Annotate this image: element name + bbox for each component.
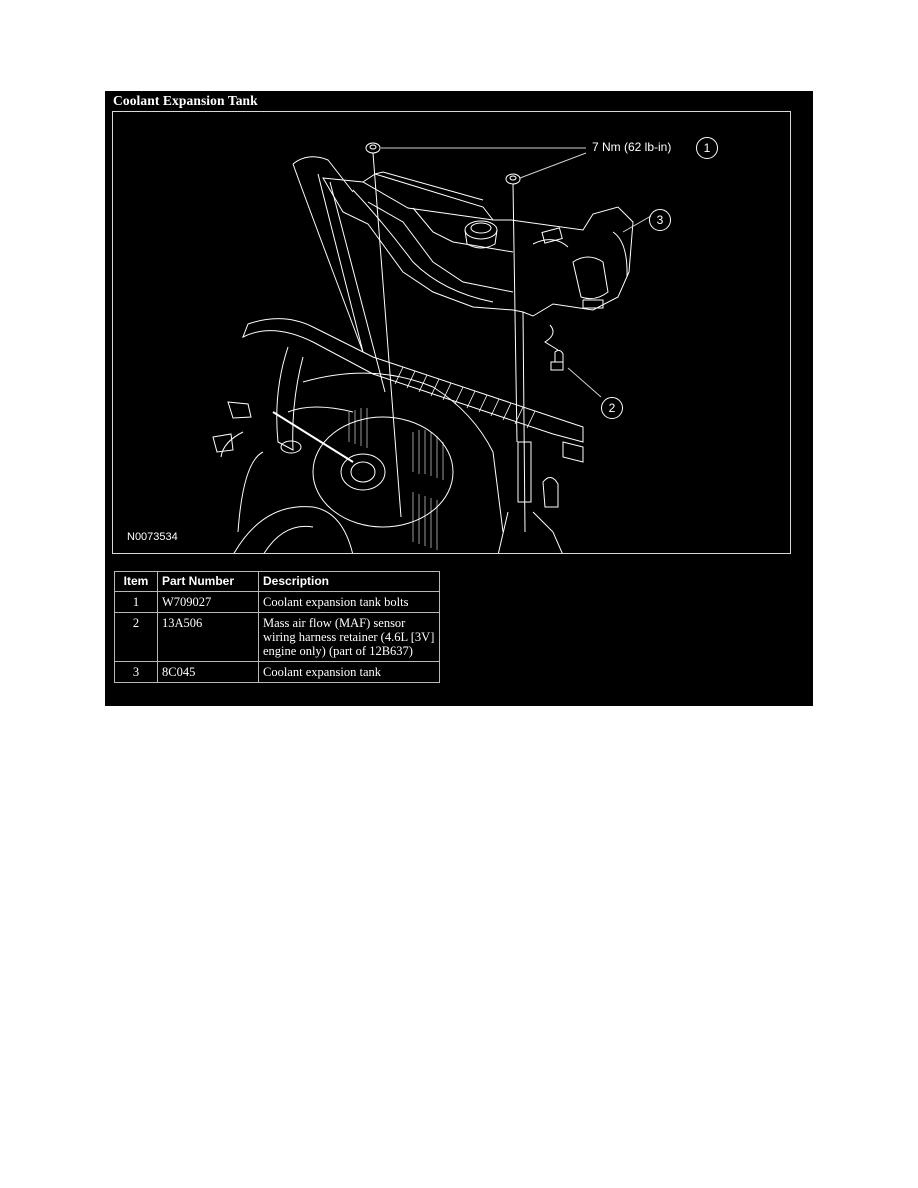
coolant-expansion-tank-diagram — [212, 142, 652, 553]
figure-panel: Coolant Expansion Tank — [105, 91, 813, 706]
torque-spec-label: 7 Nm (62 lb-in) — [592, 140, 672, 154]
figure-id: N0073534 — [127, 531, 178, 543]
callout-3: 3 — [649, 209, 671, 231]
table-row: 2 13A506 Mass air flow (MAF) sensor wiri… — [114, 612, 440, 662]
callout-2: 2 — [601, 397, 623, 419]
cell-item: 3 — [114, 661, 158, 683]
cell-item: 2 — [114, 612, 158, 662]
bolt-icon — [365, 142, 402, 518]
cell-part-number: W709027 — [157, 591, 259, 613]
cell-description: Coolant expansion tank — [258, 661, 440, 683]
table-row: 3 8C045 Coolant expansion tank — [114, 661, 440, 683]
callout-number: 2 — [608, 401, 616, 415]
column-header-description: Description — [258, 571, 440, 592]
cell-item: 1 — [114, 591, 158, 613]
column-header-part-number: Part Number — [157, 571, 259, 592]
diagram-frame: 7 Nm (62 lb-in) 1 3 2 N0073534 — [112, 111, 791, 554]
table-header-row: Item Part Number Description — [114, 571, 440, 592]
cell-part-number: 13A506 — [157, 612, 259, 662]
callout-number: 3 — [656, 213, 664, 227]
cell-part-number: 8C045 — [157, 661, 259, 683]
column-header-item: Item — [114, 571, 158, 592]
section-title: Coolant Expansion Tank — [113, 93, 258, 108]
table-row: 1 W709027 Coolant expansion tank bolts — [114, 591, 440, 613]
cell-description: Mass air flow (MAF) sensor wiring harnes… — [258, 612, 440, 662]
cell-description: Coolant expansion tank bolts — [258, 591, 440, 613]
parts-table: Item Part Number Description 1 W709027 C… — [114, 571, 440, 683]
callout-1: 1 — [696, 137, 718, 159]
callout-number: 1 — [703, 141, 711, 155]
bolt-icon — [505, 173, 526, 533]
